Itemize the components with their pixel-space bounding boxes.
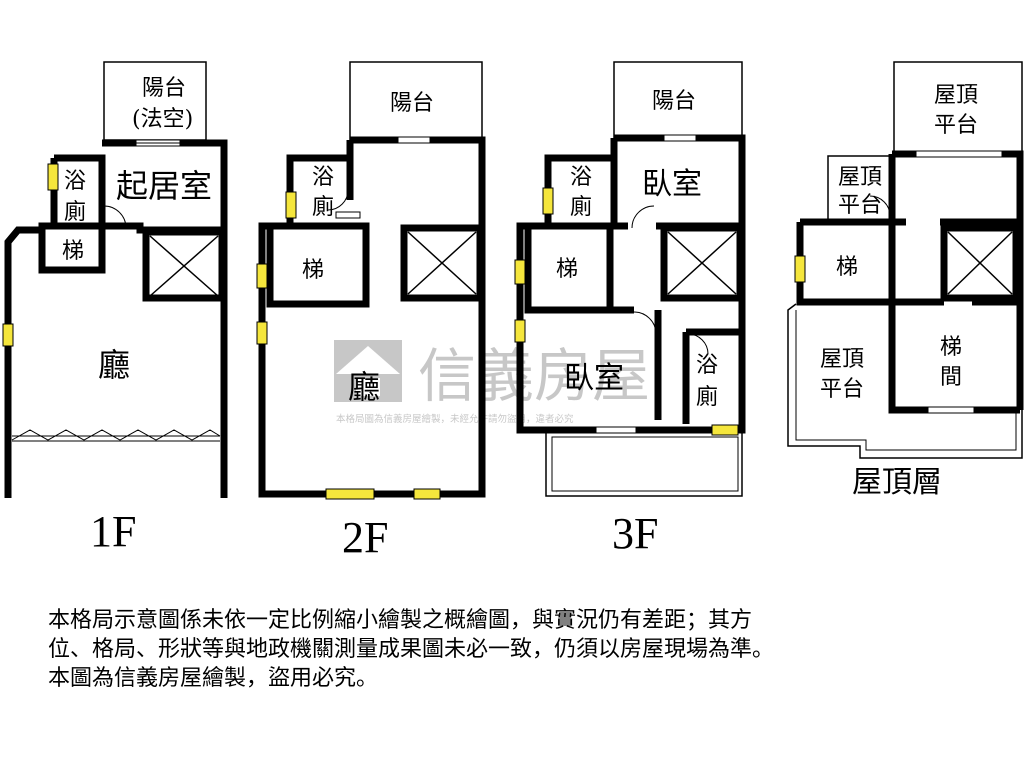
floor-1f: 陽台 (法空) 浴 廁 起居室 梯 廳 1F <box>2 61 228 556</box>
elevator-2f <box>407 231 477 295</box>
room-label: 浴 <box>64 169 86 194</box>
room-label: 廁 <box>696 385 718 410</box>
walls-roof <box>796 150 1024 414</box>
room-label: 陽台 <box>390 91 434 116</box>
windows-3f <box>514 187 739 436</box>
room-label: 廁 <box>64 200 86 225</box>
room-label: (法空) <box>132 107 193 132</box>
balcony-outline <box>545 431 743 497</box>
disclaimer-line: 本圖為信義房屋繪製，盜用必究。 <box>48 666 379 691</box>
elevator-3f <box>667 231 737 295</box>
disclaimer-line: 本格局示意圖係未依一定比例縮小繪製之概繪圖，與實況仍有差距；其方 <box>48 608 753 633</box>
room-label: 梯 <box>556 257 578 282</box>
walls-3f <box>516 134 746 434</box>
room-label: 廁 <box>312 195 334 220</box>
folding-door-1f <box>11 429 221 442</box>
balcony-outline <box>551 436 739 492</box>
elevator-1f <box>149 235 219 297</box>
room-label: 平台 <box>934 113 978 138</box>
floor-3f: 陽台 浴 廁 臥室 梯 臥室 浴 廁 3F <box>514 61 746 558</box>
floor-label-1f: 1F <box>90 507 136 556</box>
room-label: 屋頂 <box>838 165 882 190</box>
watermark-brand: 信義房屋 <box>418 342 650 410</box>
room-label: 陽台 <box>652 89 696 114</box>
room-label: 梯 <box>836 255 858 280</box>
room-label: 臥室 <box>564 361 624 396</box>
windows-1f <box>2 163 59 347</box>
room-label: 梯 <box>62 239 84 264</box>
room-label: 陽台 <box>142 76 186 101</box>
room-label: 起居室 <box>116 167 212 205</box>
room-label: 浴 <box>696 353 718 378</box>
roof-terrace-outline <box>893 61 1023 155</box>
elevator-roof <box>947 231 1013 295</box>
floor-plan-diagram: 信義房屋 本格局圖為信義房屋繪製，未經允許請勿盜用，違者必究 <box>2 61 1024 562</box>
room-label: 廳 <box>98 346 130 384</box>
disclaimer: 本格局示意圖係未依一定比例縮小繪製之概繪圖，與實況仍有差距；其方 位、格局、形狀… <box>48 606 988 693</box>
disclaimer-line: 位、格局、形狀等與地政機關測量成果圖未必一致，仍須以房屋現場為準。 <box>48 637 775 662</box>
floor-2f: 陽台 浴 廁 梯 廳 2F <box>256 61 486 562</box>
floor-label-2f: 2F <box>342 513 388 562</box>
room-label: 平台 <box>838 193 882 218</box>
floor-roof: 屋頂 平台 屋頂 平台 梯 屋頂 平台 梯 間 屋頂層 <box>787 61 1024 500</box>
roof-terrace-outline <box>787 303 1023 459</box>
room-label: 平台 <box>820 377 864 402</box>
room-label: 浴 <box>570 165 592 190</box>
room-label: 間 <box>940 365 962 390</box>
windows-2f <box>256 191 441 500</box>
room-label: 廁 <box>570 195 592 220</box>
floor-label-roof: 屋頂層 <box>852 465 942 500</box>
room-label: 屋頂 <box>820 347 864 372</box>
room-label: 梯 <box>940 335 962 360</box>
floor-label-3f: 3F <box>612 509 658 558</box>
room-label: 廳 <box>348 368 380 406</box>
watermark-notice: 本格局圖為信義房屋繪製，未經允許請勿盜用，違者必究 <box>336 413 574 425</box>
room-label: 臥室 <box>642 167 702 202</box>
roof-terrace-outline <box>827 155 892 222</box>
room-label: 浴 <box>312 165 334 190</box>
windows-roof <box>794 255 806 283</box>
walls-2f <box>258 136 486 498</box>
room-label: 屋頂 <box>934 83 978 108</box>
watermark: 信義房屋 本格局圖為信義房屋繪製，未經允許請勿盜用，違者必究 <box>334 340 650 425</box>
watermark-logo <box>334 340 402 402</box>
room-label: 梯 <box>302 258 324 283</box>
